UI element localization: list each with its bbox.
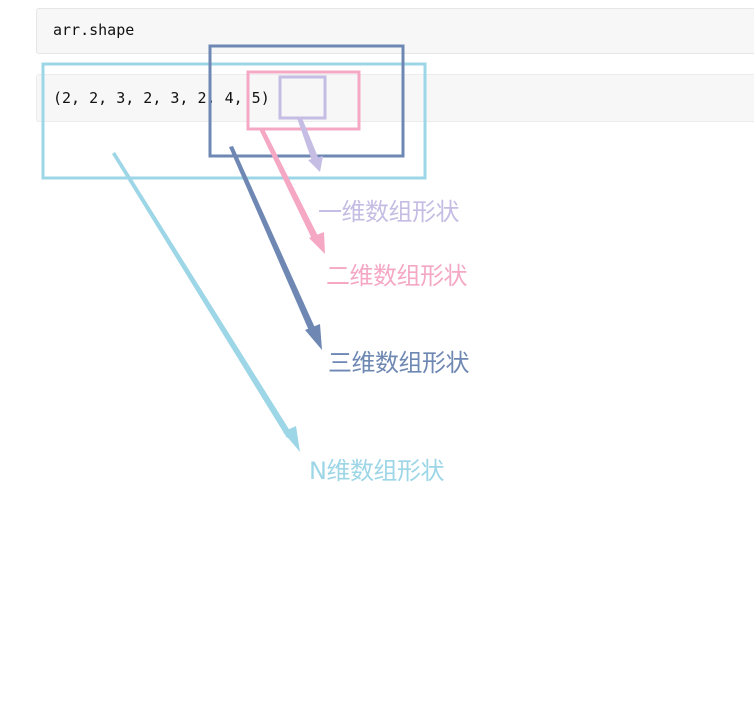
- one-dim-arrow: [297, 118, 323, 172]
- two-dim-arrow: [259, 129, 325, 254]
- two-dim-box: [246, 70, 361, 131]
- one-dim-box: [278, 75, 327, 120]
- code-output-cell: (2, 2, 3, 2, 3, 2, 4, 5): [36, 74, 754, 122]
- n-dim-arrow: [112, 152, 300, 452]
- label-n-dim: N维数组形状: [309, 457, 444, 485]
- label-two-dim: 二维数组形状: [326, 262, 468, 290]
- code-output-text: (2, 2, 3, 2, 3, 2, 4, 5): [53, 89, 270, 107]
- three-dim-arrow: [229, 146, 322, 350]
- label-three-dim: 三维数组形状: [328, 349, 470, 377]
- n-dim-box: [41, 62, 427, 180]
- code-input-text: arr.shape: [53, 21, 135, 39]
- label-one-dim: 一维数组形状: [318, 198, 460, 226]
- three-dim-box: [208, 44, 405, 158]
